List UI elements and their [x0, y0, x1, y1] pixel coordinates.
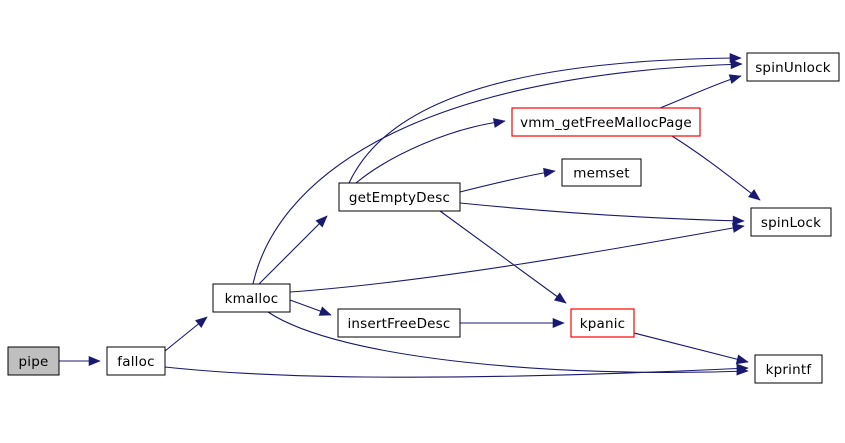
node-label-getEmptyDesc: getEmptyDesc — [349, 190, 450, 206]
arrowheads-layer — [88, 53, 761, 376]
node-box-falloc[interactable] — [106, 346, 166, 376]
edge-vmm_getFreeMallocPage-to-spinLock — [671, 135, 761, 201]
arrowhead — [728, 74, 742, 84]
node-label-spinUnlock: spinUnlock — [755, 60, 831, 76]
edge-getEmptyDesc-to-spinLock — [459, 202, 745, 222]
node-box-spinLock[interactable] — [750, 207, 832, 237]
edge-falloc-to-kprintf — [164, 366, 749, 378]
edge-getEmptyDesc-to-vmm_getFreeMallocPage — [355, 120, 506, 184]
arrowhead-triangle — [88, 356, 101, 366]
arrowhead — [729, 53, 742, 63]
arrowhead-triangle — [543, 167, 556, 178]
arrowhead — [730, 59, 743, 70]
node-box-insertFreeDesc[interactable] — [337, 308, 461, 338]
node-insertFreeDesc[interactable]: insertFreeDesc — [337, 308, 461, 338]
arrowhead — [315, 215, 328, 228]
edge-getEmptyDesc-to-spinUnlock — [348, 57, 742, 184]
node-vmm_getFreeMallocPage[interactable]: vmm_getFreeMallocPage — [511, 107, 701, 137]
arrowhead — [318, 306, 332, 316]
node-getEmptyDesc[interactable]: getEmptyDesc — [338, 182, 461, 212]
arrowhead — [543, 167, 556, 178]
node-label-memset: memset — [573, 166, 629, 182]
node-label-vmm_getFreeMallocPage: vmm_getFreeMallocPage — [520, 115, 692, 131]
arrowhead-triangle — [732, 215, 745, 226]
arrowhead-triangle — [195, 316, 208, 328]
node-memset[interactable]: memset — [561, 158, 642, 187]
node-label-kpanic: kpanic — [580, 316, 626, 332]
node-kmalloc[interactable]: kmalloc — [212, 283, 291, 313]
arrowhead — [735, 354, 749, 365]
arrowhead-triangle — [315, 215, 328, 228]
arrowhead-triangle — [730, 59, 743, 70]
arrowhead-triangle — [735, 354, 749, 365]
node-label-kmalloc: kmalloc — [225, 291, 279, 307]
arrowhead-triangle — [736, 365, 749, 376]
arrowhead-triangle — [493, 118, 506, 128]
node-box-getEmptyDesc[interactable] — [338, 182, 461, 212]
arrowhead-triangle — [748, 189, 761, 201]
arrowhead-triangle — [728, 74, 742, 84]
arrowhead-triangle — [552, 318, 565, 328]
node-box-vmm_getFreeMallocPage[interactable] — [511, 107, 701, 137]
arrowhead — [493, 118, 506, 128]
node-box-kmalloc[interactable] — [212, 283, 291, 313]
arrowhead — [736, 365, 749, 376]
node-falloc[interactable]: falloc — [106, 346, 166, 376]
node-box-kpanic[interactable] — [570, 308, 635, 338]
arrowhead — [553, 292, 567, 304]
node-pipe[interactable]: pipe — [7, 346, 60, 376]
node-label-falloc: falloc — [117, 354, 154, 370]
arrowhead-triangle — [553, 292, 567, 304]
arrowhead-triangle — [318, 306, 332, 316]
arrowhead — [552, 318, 565, 328]
arrowhead — [732, 223, 745, 233]
arrowhead — [748, 189, 761, 201]
node-kprintf[interactable]: kprintf — [754, 354, 823, 384]
edges-layer — [59, 57, 761, 378]
node-box-memset[interactable] — [561, 158, 642, 187]
edge-vmm_getFreeMallocPage-to-spinUnlock — [659, 75, 742, 109]
arrowhead-triangle — [732, 223, 745, 233]
edge-kpanic-to-kprintf — [633, 332, 749, 363]
node-label-kprintf: kprintf — [766, 362, 813, 378]
arrowhead — [732, 215, 745, 226]
edge-kmalloc-to-spinLock — [289, 225, 745, 293]
edge-getEmptyDesc-to-memset — [459, 170, 556, 193]
node-spinUnlock[interactable]: spinUnlock — [746, 52, 840, 82]
node-spinLock[interactable]: spinLock — [750, 207, 832, 237]
node-box-kprintf[interactable] — [754, 354, 823, 384]
arrowhead — [195, 316, 208, 328]
node-label-pipe: pipe — [19, 354, 49, 370]
node-box-spinUnlock[interactable] — [746, 52, 840, 82]
edge-getEmptyDesc-to-kpanic — [439, 210, 567, 304]
edge-kmalloc-to-getEmptyDesc — [258, 215, 328, 285]
node-label-insertFreeDesc: insertFreeDesc — [347, 316, 450, 332]
arrowhead-triangle — [729, 53, 742, 63]
node-label-spinLock: spinLock — [761, 215, 821, 231]
node-box-pipe[interactable] — [7, 346, 60, 376]
node-kpanic[interactable]: kpanic — [570, 308, 635, 338]
arrowhead — [88, 356, 101, 366]
edge-kmalloc-to-spinUnlock — [252, 63, 743, 285]
nodes-layer: pipe falloc kmalloc getEmptyDesc insertFreeD… — [7, 52, 840, 384]
edge-kmalloc-to-kprintf — [267, 311, 749, 374]
